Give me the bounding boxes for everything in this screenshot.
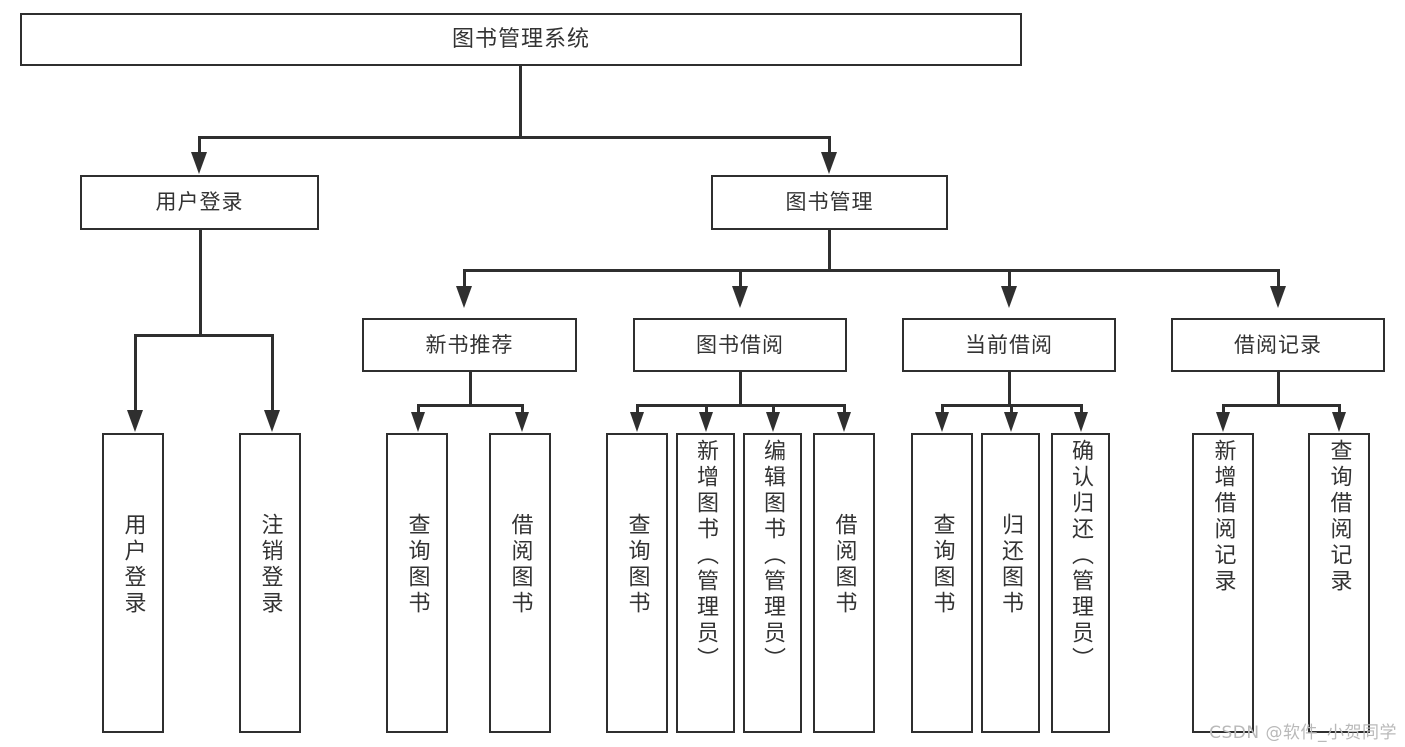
connector-root-bus bbox=[198, 136, 830, 139]
arrow-root-to-user-login bbox=[191, 152, 207, 174]
connector-user-login-branch-2 bbox=[271, 334, 274, 416]
connector-current-borrow-branch-2 bbox=[1010, 404, 1013, 418]
node-user-login[interactable]: 用户登录 bbox=[80, 175, 319, 230]
leaf-borrow-book-recommend[interactable]: 借阅图书 bbox=[489, 433, 551, 733]
connector-to-borrow-record bbox=[1277, 269, 1280, 291]
node-label: 图书管理系统 bbox=[451, 26, 590, 52]
node-book-management[interactable]: 图书管理 bbox=[711, 175, 948, 230]
node-label: 用户登录 bbox=[155, 190, 244, 215]
arrow-to-leaf-query-record bbox=[1332, 412, 1346, 432]
connector-book-borrow-branch-2 bbox=[705, 404, 708, 418]
connector-borrow-record-branch-2 bbox=[1338, 404, 1341, 418]
leaf-add-borrow-record[interactable]: 新增借阅记录 bbox=[1192, 433, 1254, 733]
leaf-query-book-recommend[interactable]: 查询图书 bbox=[386, 433, 448, 733]
node-current-borrow[interactable]: 当前借阅 bbox=[902, 318, 1116, 372]
arrow-to-new-book-recommend bbox=[456, 286, 472, 308]
connector-book-borrow-branch-1 bbox=[636, 404, 639, 418]
leaf-query-borrow-record[interactable]: 查询借阅记录 bbox=[1308, 433, 1370, 733]
node-label: 借阅记录 bbox=[1234, 332, 1322, 357]
leaf-query-book-borrow[interactable]: 查询图书 bbox=[606, 433, 668, 733]
connector-book-borrow-branch-4 bbox=[843, 404, 846, 418]
connector-book-borrow-stem bbox=[739, 372, 742, 406]
arrow-to-leaf-query-book-2 bbox=[630, 412, 644, 432]
leaf-confirm-return-admin[interactable]: 确认归还（管理员） bbox=[1051, 433, 1110, 733]
node-label: 图书借阅 bbox=[696, 332, 784, 357]
arrow-to-leaf-return-book bbox=[1004, 412, 1018, 432]
connector-new-book-bus bbox=[417, 404, 522, 407]
connector-borrow-record-stem bbox=[1277, 372, 1280, 406]
node-label: 用户登录 bbox=[120, 513, 146, 617]
arrow-to-leaf-add-book bbox=[699, 412, 713, 432]
leaf-add-book-admin[interactable]: 新增图书（管理员） bbox=[676, 433, 735, 733]
arrow-to-leaf-edit-book bbox=[766, 412, 780, 432]
connector-current-borrow-stem bbox=[1008, 372, 1011, 406]
connector-borrow-record-bus bbox=[1222, 404, 1339, 407]
node-label: 注销登录 bbox=[257, 513, 283, 617]
node-label: 查询图书 bbox=[929, 513, 955, 617]
arrow-to-leaf-borrow-book-2 bbox=[837, 412, 851, 432]
arrow-to-leaf-borrow-book-1 bbox=[515, 412, 529, 432]
connector-user-login-bus bbox=[134, 334, 273, 337]
node-label: 当前借阅 bbox=[965, 332, 1053, 357]
connector-to-new-book bbox=[463, 269, 466, 291]
node-label: 查询图书 bbox=[404, 513, 430, 617]
node-label: 编辑图书（管理员） bbox=[760, 439, 786, 673]
arrow-to-borrow-record bbox=[1270, 286, 1286, 308]
connector-user-login-branch-1 bbox=[134, 334, 137, 416]
connector-borrow-record-branch-1 bbox=[1222, 404, 1225, 418]
connector-root-to-book-manage bbox=[828, 136, 831, 158]
connector-user-login-stem bbox=[199, 230, 202, 336]
arrow-to-book-borrow bbox=[732, 286, 748, 308]
arrow-to-current-borrow bbox=[1001, 286, 1017, 308]
arrow-root-to-book-manage bbox=[821, 152, 837, 174]
leaf-return-book[interactable]: 归还图书 bbox=[981, 433, 1040, 733]
node-label: 归还图书 bbox=[998, 513, 1024, 617]
arrow-to-leaf-query-book-1 bbox=[411, 412, 425, 432]
connector-level3-bus bbox=[463, 269, 1277, 272]
node-book-borrow[interactable]: 图书借阅 bbox=[633, 318, 847, 372]
node-label: 借阅图书 bbox=[831, 513, 857, 617]
leaf-borrow-book[interactable]: 借阅图书 bbox=[813, 433, 875, 733]
node-root-system[interactable]: 图书管理系统 bbox=[20, 13, 1022, 66]
arrow-to-leaf-logout bbox=[264, 410, 280, 432]
connector-to-current-borrow bbox=[1008, 269, 1011, 291]
node-label: 新增借阅记录 bbox=[1210, 439, 1236, 595]
arrow-to-leaf-confirm-return bbox=[1074, 412, 1088, 432]
connector-new-book-branch-2 bbox=[521, 404, 524, 418]
node-label: 确认归还（管理员） bbox=[1068, 439, 1094, 673]
leaf-query-book-current[interactable]: 查询图书 bbox=[911, 433, 973, 733]
node-label: 查询图书 bbox=[624, 513, 650, 617]
connector-current-borrow-branch-3 bbox=[1080, 404, 1083, 418]
connector-root-stem bbox=[519, 66, 522, 138]
node-borrow-record[interactable]: 借阅记录 bbox=[1171, 318, 1385, 372]
arrow-to-leaf-add-record bbox=[1216, 412, 1230, 432]
arrow-to-leaf-user-login bbox=[127, 410, 143, 432]
connector-book-manage-stem bbox=[828, 230, 831, 272]
arrow-to-leaf-query-book-3 bbox=[935, 412, 949, 432]
connector-root-to-user-login bbox=[198, 136, 201, 158]
leaf-logout[interactable]: 注销登录 bbox=[239, 433, 301, 733]
node-label: 新书推荐 bbox=[425, 332, 514, 357]
connector-new-book-stem bbox=[469, 372, 472, 406]
csdn-watermark: CSDN @软件_小贺同学 bbox=[1209, 723, 1397, 743]
leaf-edit-book-admin[interactable]: 编辑图书（管理员） bbox=[743, 433, 802, 733]
node-new-book-recommend[interactable]: 新书推荐 bbox=[362, 318, 577, 372]
node-label: 图书管理 bbox=[785, 190, 874, 215]
connector-book-borrow-bus bbox=[636, 404, 845, 407]
connector-current-borrow-branch-1 bbox=[941, 404, 944, 418]
connector-to-book-borrow bbox=[739, 269, 742, 291]
node-label: 查询借阅记录 bbox=[1326, 439, 1352, 595]
connector-new-book-branch-1 bbox=[417, 404, 420, 418]
connector-book-borrow-branch-3 bbox=[772, 404, 775, 418]
node-label: 新增图书（管理员） bbox=[693, 439, 719, 673]
leaf-user-login[interactable]: 用户登录 bbox=[102, 433, 164, 733]
node-label: 借阅图书 bbox=[507, 513, 533, 617]
